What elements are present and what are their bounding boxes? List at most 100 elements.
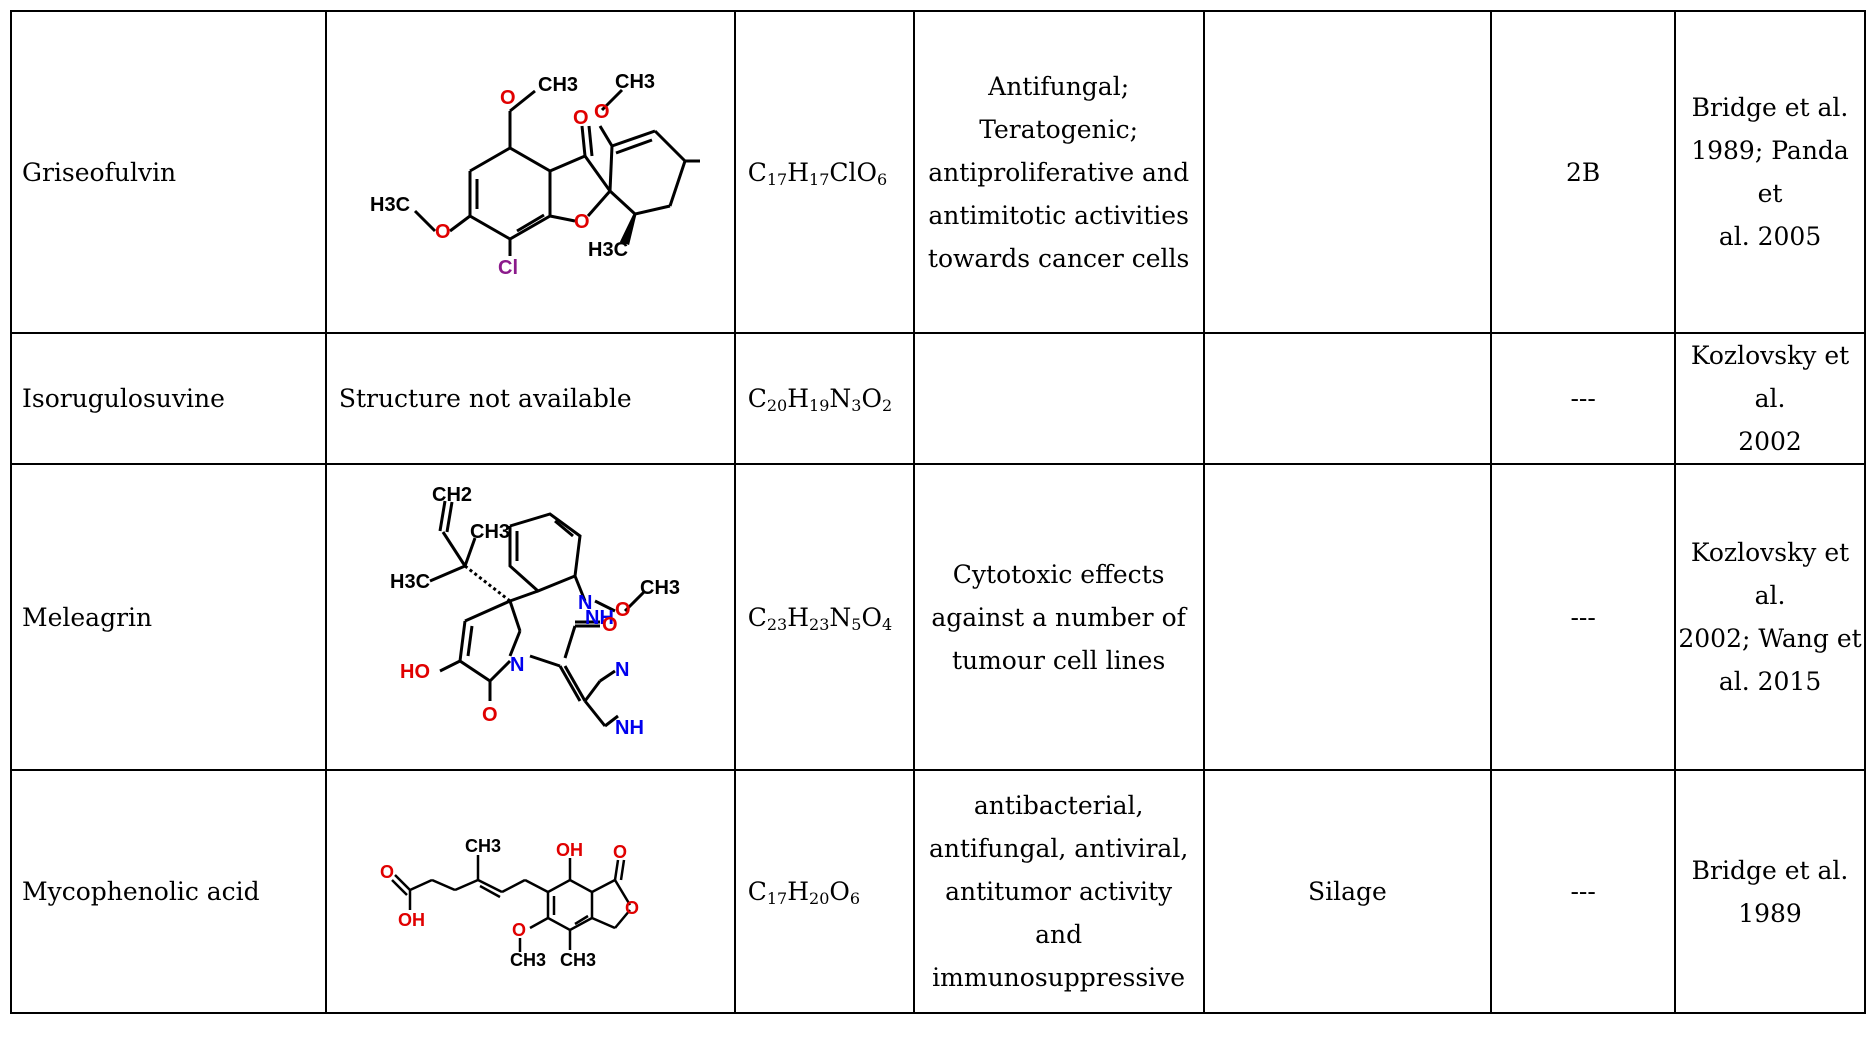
atom-label: CH2 (432, 484, 472, 506)
formula-subscript: 5 (851, 614, 862, 634)
reference-line: Kozlovsky et al. (1690, 341, 1850, 413)
reference-line: Kozlovsky et al. (1690, 538, 1850, 610)
iarc-cell: --- (1490, 769, 1677, 1014)
compound-name: Mycophenolic acid (10, 769, 327, 1014)
atom-label: N (510, 654, 524, 676)
structure-image-mycophenolic-acid: O OH CH3 OH O O O CH3 CH3 (324, 769, 736, 1014)
structure-image-griseofulvin: O CH3 O O CH3 O O O H3C H3C Cl (324, 10, 736, 334)
atom-label: CH3 (470, 521, 510, 543)
reference-line: 1989; Panda et (1691, 136, 1849, 208)
molecular-formula: C17H17ClO6 (733, 10, 915, 334)
formula-element: O (829, 877, 850, 906)
atom-label: CH3 (465, 836, 501, 856)
reference-line: 2002; Wang et (1678, 624, 1862, 653)
table-row: Griseofulvin (10, 10, 1866, 334)
reference-line: al. 2015 (1718, 667, 1822, 696)
formula-subscript: 23 (809, 614, 830, 634)
molecular-formula: C23H23N5O4 (733, 463, 915, 771)
reference-cell: Kozlovsky et al. 2002; Wang et al. 2015 (1674, 463, 1866, 771)
mycophenolic-acid-structure: O OH CH3 OH O O O CH3 CH3 (380, 836, 639, 970)
reference-line: Bridge et al. (1691, 93, 1849, 122)
atom-label: CH3 (510, 950, 546, 970)
activity-line: tumour cell lines (951, 645, 1166, 675)
meleagrin-structure: CH2 CH3 H3C N NH O CH3 O HO N O N NH (390, 484, 680, 739)
atom-label: H3C (390, 571, 430, 593)
atom-label: O (574, 211, 590, 233)
molecular-formula: C17H20O6 (733, 769, 915, 1014)
structure-note: Structure not available (324, 332, 736, 465)
formula-element: C (747, 157, 767, 187)
atom-label: CH3 (560, 950, 596, 970)
activity-line: antifungal, antiviral, (929, 834, 1189, 863)
formula-element: N (829, 384, 852, 413)
compound-name: Isorugulosuvine (10, 332, 327, 465)
source-cell (1202, 10, 1493, 334)
atom-label: O (625, 898, 639, 918)
atom-label: CH3 (615, 71, 655, 93)
source-cell (1202, 332, 1493, 465)
compound-name: Griseofulvin (10, 10, 327, 334)
atom-label: N (578, 592, 592, 614)
activity-line: immunosuppressive (932, 963, 1186, 992)
source-cell: Silage (1202, 769, 1493, 1014)
atom-label: H3C (588, 239, 628, 261)
atom-label: NH (585, 607, 614, 629)
reference-line: 2002 (1738, 427, 1802, 456)
griseofulvin-structure: O CH3 O O CH3 O O O H3C H3C Cl (370, 71, 721, 279)
compound-name: Meleagrin (10, 463, 327, 771)
formula-element: H (787, 877, 810, 906)
iarc-cell: 2B (1490, 10, 1677, 334)
reference-cell: Kozlovsky et al. 2002 (1674, 332, 1866, 465)
activity-line: and (1035, 920, 1083, 949)
atom-label: O (573, 107, 589, 129)
formula-element: N (829, 602, 852, 632)
iarc-cell: --- (1490, 463, 1677, 771)
atom-label: O (435, 221, 451, 243)
source-cell (1202, 463, 1493, 771)
activity-line: antimitotic activities (928, 200, 1189, 230)
atom-label: O (500, 87, 516, 109)
table-row: Meleagrin (10, 463, 1866, 771)
activity-cell: Antifungal; Teratogenic; antiproliferative… (912, 10, 1205, 334)
atom-label: H3C (370, 194, 410, 216)
activity-line: antiproliferative and (928, 157, 1190, 187)
atom-label: Cl (498, 257, 518, 279)
formula-element: O (861, 602, 882, 632)
atom-label: HO (400, 661, 430, 683)
reference-cell: Bridge et al. 1989; Panda et al. 2005 (1674, 10, 1866, 334)
reference-line: Bridge et al. (1691, 855, 1849, 885)
atom-label: OH (398, 910, 425, 930)
formula-subscript: 19 (809, 396, 830, 415)
atom-label: OH (556, 840, 583, 860)
reference-cell: Bridge et al.1989 (1674, 769, 1866, 1014)
atom-label: O (482, 704, 498, 726)
activity-cell: Cytotoxic effects against a number of tumo… (912, 463, 1205, 771)
atom-label: O (615, 599, 631, 621)
activity-line: against a number of (931, 602, 1186, 632)
table-row: Isorugulosuvine Structure not available … (10, 332, 1866, 465)
formula-element: ClO (829, 157, 878, 187)
formula-element: C (747, 877, 767, 906)
formula-subscript: 6 (849, 889, 861, 908)
activity-cell (912, 332, 1205, 465)
formula-subscript: 6 (877, 169, 888, 189)
activity-line: Antifungal; (988, 71, 1130, 101)
compound-table: Griseofulvin (10, 10, 1866, 1014)
formula-element: C (747, 384, 767, 413)
molecular-formula: C20H19N3O2 (733, 332, 915, 465)
atom-label: O (602, 614, 618, 636)
iarc-cell: --- (1490, 332, 1677, 465)
formula-element: H (787, 157, 810, 187)
table-row: Mycophenolic acid (10, 769, 1866, 1014)
reference-line: al. 2005 (1718, 222, 1822, 251)
formula-subscript: 17 (809, 169, 830, 189)
activity-line: towards cancer cells (927, 243, 1190, 273)
formula-element: H (787, 384, 810, 413)
formula-subscript: 20 (766, 396, 788, 415)
formula-subscript: 20 (809, 889, 830, 908)
activity-line: Teratogenic; (979, 114, 1139, 144)
formula-subscript: 17 (766, 169, 788, 189)
atom-label: O (594, 101, 610, 123)
activity-cell: antibacterial,antifungal, antiviral,anti… (912, 769, 1205, 1014)
activity-line: Cytotoxic effects (952, 559, 1165, 589)
